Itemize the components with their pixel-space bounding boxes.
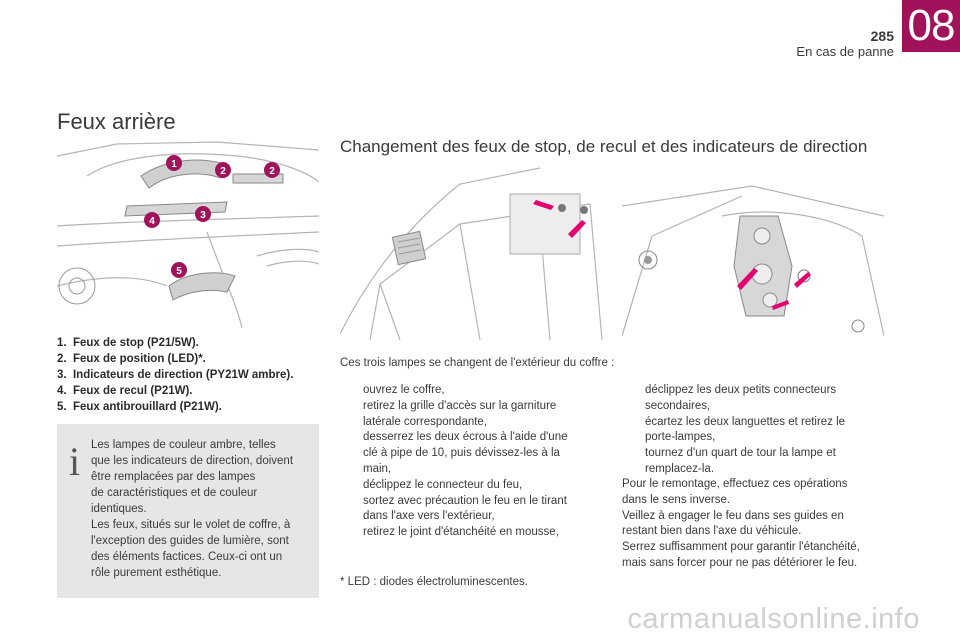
step-line: secondaires, bbox=[645, 399, 711, 412]
step-item: retirez la grille d'accès sur la garnitu… bbox=[340, 399, 600, 431]
step-line: porte-lampes, bbox=[645, 431, 716, 444]
step-line: déclippez les deux petits connecteurs bbox=[645, 384, 837, 396]
footnote: * LED : diodes électroluminescentes. bbox=[340, 576, 528, 588]
reassembly-line: Veillez à engager le feu dans ses guides… bbox=[622, 509, 844, 522]
callout-3: 3 bbox=[200, 210, 206, 221]
step-line: main, bbox=[363, 462, 392, 475]
callout-5: 5 bbox=[176, 266, 182, 277]
info-text: Les lampes de couleur ambre, telles que … bbox=[91, 439, 294, 579]
step-item: sortez avec précaution le feu en le tira… bbox=[340, 494, 600, 526]
step-item: ouvrez le coffre, bbox=[340, 383, 600, 399]
section-name: En cas de panne bbox=[796, 44, 894, 59]
step-item: écartez les deux languettes et retirez l… bbox=[622, 415, 892, 447]
step-line: retirez la grille d'accès sur la garnitu… bbox=[363, 399, 557, 412]
steps-list-left: ouvrez le coffre, retirez la grille d'acc… bbox=[340, 383, 600, 541]
callout-1: 1 bbox=[171, 159, 177, 170]
step-line: retirez le joint d'étanchéité en mousse, bbox=[363, 526, 559, 539]
step-item: tournez d'un quart de tour la lampe et re… bbox=[622, 446, 892, 478]
step-item: déclippez les deux petits connecteurs sec… bbox=[622, 383, 892, 415]
reassembly-line: Serrez suffisamment pour garantir l'étan… bbox=[622, 541, 860, 554]
list-item: 1. Feux de stop (P21/5W). bbox=[57, 337, 199, 349]
page-number: 285 bbox=[870, 28, 894, 44]
bulb-list: 1. Feux de stop (P21/5W). 2. Feux de pos… bbox=[57, 335, 327, 415]
step-line: latérale correspondante, bbox=[363, 415, 488, 428]
step-line: déclippez le connecteur du feu, bbox=[363, 478, 523, 491]
step-line: tournez d'un quart de tour la lampe et bbox=[645, 447, 836, 460]
rear-lamps-illustration: 1 2 2 3 4 5 bbox=[57, 141, 319, 328]
page-title: Feux arrière bbox=[57, 109, 176, 134]
callout-2a: 2 bbox=[220, 166, 226, 177]
section-title: Changement des feux de stop, de recul et… bbox=[340, 137, 868, 156]
intro-text: Ces trois lampes se changent de l'extéri… bbox=[340, 357, 615, 369]
step-line: desserrez les deux écrous à l'aide d'une bbox=[363, 431, 568, 444]
list-item: 4. Feux de recul (P21W). bbox=[57, 385, 193, 397]
list-item: 2. Feux de position (LED)*. bbox=[57, 353, 206, 365]
reassembly-line: restant bien dans l'axe du véhicule. bbox=[622, 525, 802, 538]
list-item: 3. Indicateurs de direction (PY21W ambre… bbox=[57, 369, 294, 381]
step-line: dans l'axe vers l'extérieur, bbox=[363, 510, 495, 523]
callout-4: 4 bbox=[149, 216, 155, 227]
step-line: sortez avec précaution le feu en le tira… bbox=[363, 494, 567, 507]
boot-access-illustration bbox=[340, 167, 603, 340]
reassembly-line: mais sans forcer pour ne pas détériorer … bbox=[622, 556, 858, 569]
steps-list-right: déclippez les deux petits connecteurs sec… bbox=[622, 383, 892, 478]
step-item: desserrez les deux écrous à l'aide d'une… bbox=[340, 430, 600, 477]
info-box: i Les lampes de couleur ambre, telles qu… bbox=[57, 424, 319, 598]
info-icon: i bbox=[69, 439, 81, 484]
reassembly-text: Pour le remontage, effectuez ces opérati… bbox=[622, 477, 892, 572]
step-line: clé à pipe de 10, puis dévissez-les à la bbox=[363, 447, 560, 460]
step-line: remplacez-la. bbox=[645, 462, 715, 475]
watermark: carmanualsonline.info bbox=[627, 603, 920, 635]
step-item: déclippez le connecteur du feu, bbox=[340, 478, 600, 494]
callout-group: 1 2 2 3 4 5 bbox=[144, 155, 280, 278]
list-item: 5. Feux antibrouillard (P21W). bbox=[57, 401, 222, 413]
reassembly-line: Pour le remontage, effectuez ces opérati… bbox=[622, 478, 848, 490]
step-line: ouvrez le coffre, bbox=[363, 384, 445, 396]
chapter-tab: 08 bbox=[902, 0, 960, 52]
step-line: écartez les deux languettes et retirez l… bbox=[645, 415, 846, 428]
reassembly-line: dans le sens inverse. bbox=[622, 493, 731, 506]
step-item: retirez le joint d'étanchéité en mousse, bbox=[340, 525, 600, 541]
lamp-holder-illustration bbox=[622, 185, 884, 336]
callout-2b: 2 bbox=[269, 166, 275, 177]
